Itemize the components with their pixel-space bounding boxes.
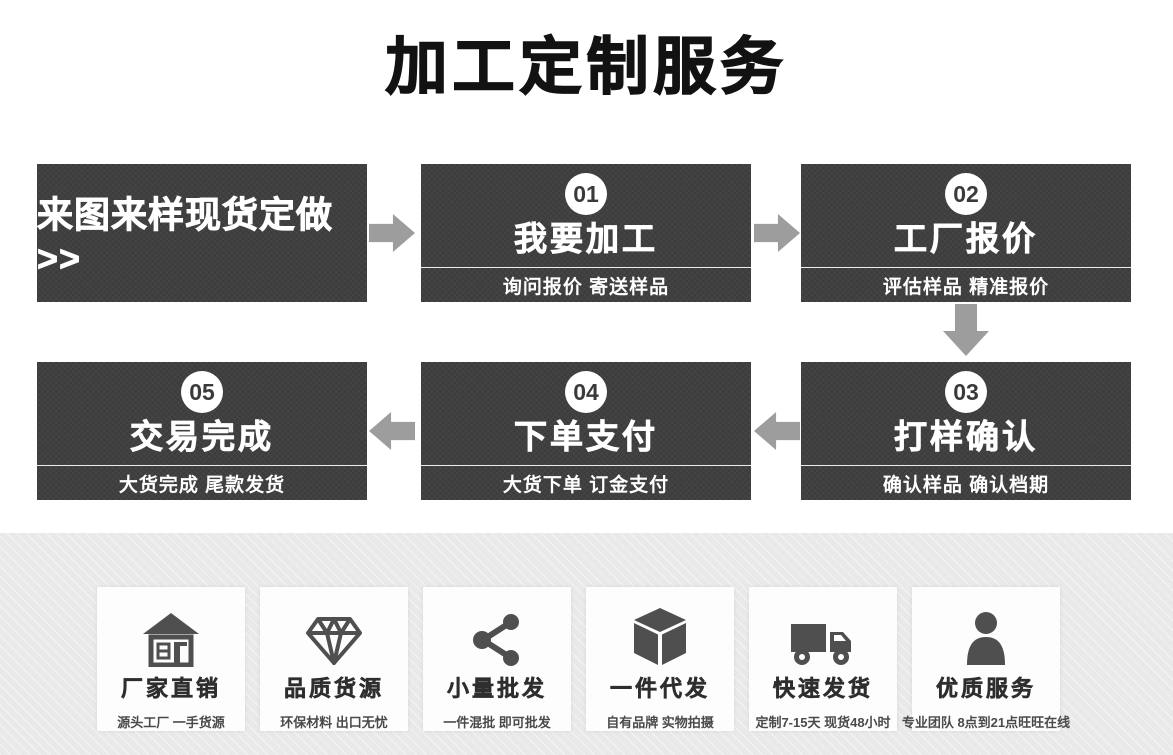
arrow-down-icon	[943, 304, 989, 356]
flow-intro-box: 来图来样现货定做>>	[37, 164, 367, 302]
flow-step-1: 01 我要加工 询问报价 寄送样品	[421, 164, 751, 302]
flow-step-main: 04 下单支付	[421, 362, 751, 465]
step-subtitle: 大货完成 尾款发货	[37, 465, 367, 500]
flow-step-3: 03 打样确认 确认样品 确认档期	[801, 362, 1131, 500]
arrow-right-icon	[754, 214, 800, 252]
feature-cards-row: 厂家直销 源头工厂 一手货源 品质货源 环保材料 出口无忧	[97, 587, 1070, 731]
feature-card-quality: 品质货源 环保材料 出口无忧	[260, 587, 408, 731]
feature-title: 厂家直销	[120, 676, 221, 702]
feature-title: 快速发货	[772, 676, 873, 702]
feature-title: 一件代发	[609, 676, 710, 702]
feature-card-shipping: 快速发货 定制7-15天 现货48小时	[749, 587, 897, 731]
feature-subtitle: 源头工厂 一手货源	[117, 715, 225, 730]
truck-icon	[790, 595, 856, 667]
cube-icon	[632, 595, 688, 667]
diamond-icon	[305, 595, 363, 667]
arrow-left-icon	[754, 412, 800, 450]
flow-step-main: 01 我要加工	[421, 164, 751, 267]
feature-title: 小量批发	[446, 676, 547, 702]
feature-title: 优质服务	[935, 676, 1036, 702]
flow-step-main: 02 工厂报价	[801, 164, 1131, 267]
feature-card-service: 优质服务 专业团队 8点到21点旺旺在线	[902, 587, 1070, 731]
factory-icon	[142, 595, 200, 667]
share-icon	[471, 595, 523, 667]
flow-step-main: 03 打样确认	[801, 362, 1131, 465]
step-title: 工厂报价	[894, 220, 1038, 258]
step-number-badge: 01	[565, 173, 607, 215]
person-icon	[962, 595, 1010, 667]
step-subtitle: 评估样品 精准报价	[801, 267, 1131, 302]
feature-card-dropship: 一件代发 自有品牌 实物拍摄	[586, 587, 734, 731]
step-number-badge: 03	[945, 371, 987, 413]
step-subtitle: 确认样品 确认档期	[801, 465, 1131, 500]
step-title: 交易完成	[130, 418, 274, 456]
step-subtitle: 询问报价 寄送样品	[421, 267, 751, 302]
flow-step-4: 04 下单支付 大货下单 订金支付	[421, 362, 751, 500]
step-title: 打样确认	[894, 418, 1038, 456]
feature-subtitle: 自有品牌 实物拍摄	[606, 715, 714, 730]
features-band: 厂家直销 源头工厂 一手货源 品质货源 环保材料 出口无忧	[0, 533, 1173, 755]
feature-card-wholesale: 小量批发 一件混批 即可批发	[423, 587, 571, 731]
arrow-right-icon	[369, 214, 415, 252]
feature-card-factory: 厂家直销 源头工厂 一手货源	[97, 587, 245, 731]
step-title: 我要加工	[514, 220, 658, 258]
feature-subtitle: 一件混批 即可批发	[443, 715, 551, 730]
step-subtitle: 大货下单 订金支付	[421, 465, 751, 500]
intro-label: 来图来样现货定做>>	[37, 194, 334, 280]
feature-title: 品质货源	[283, 676, 384, 702]
arrow-left-icon	[369, 412, 415, 450]
feature-subtitle: 环保材料 出口无忧	[280, 715, 388, 730]
feature-subtitle: 定制7-15天 现货48小时	[755, 715, 891, 730]
step-title: 下单支付	[514, 418, 658, 456]
flow-step-2: 02 工厂报价 评估样品 精准报价	[801, 164, 1131, 302]
page-title: 加工定制服务	[385, 32, 788, 103]
step-number-badge: 05	[181, 371, 223, 413]
step-number-badge: 02	[945, 173, 987, 215]
flow-step-main: 05 交易完成	[37, 362, 367, 465]
flow-step-5: 05 交易完成 大货完成 尾款发货	[37, 362, 367, 500]
step-number-badge: 04	[565, 371, 607, 413]
feature-subtitle: 专业团队 8点到21点旺旺在线	[901, 715, 1071, 730]
